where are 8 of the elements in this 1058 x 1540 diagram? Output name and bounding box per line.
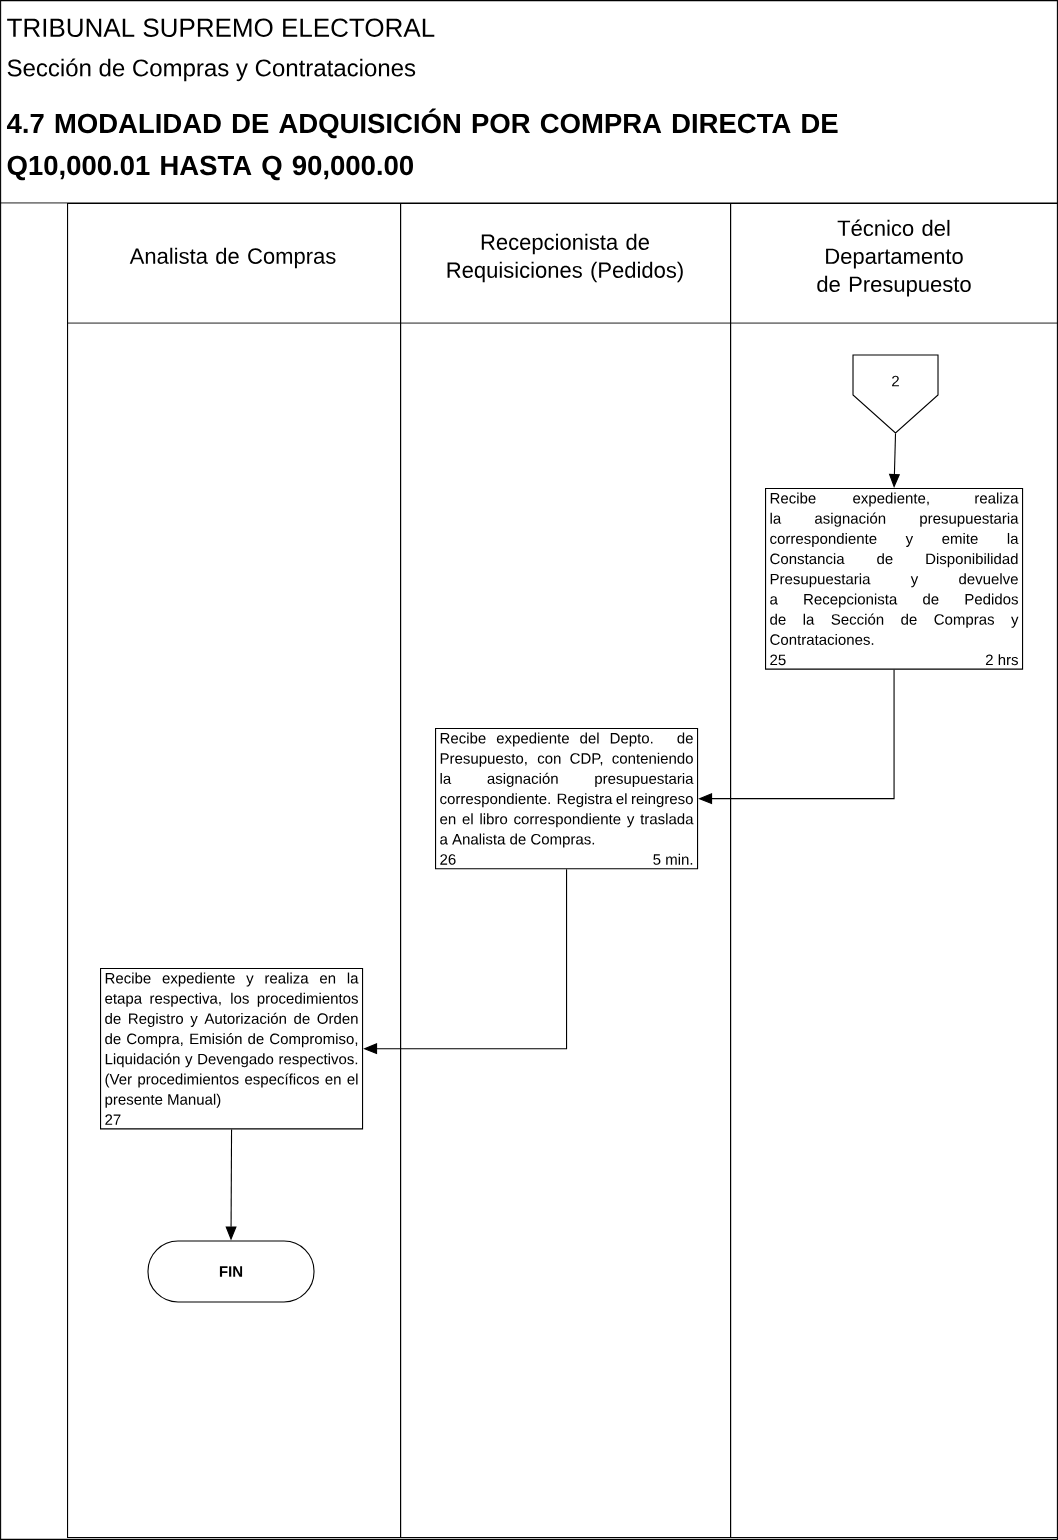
off-page-connector: 2 bbox=[852, 354, 939, 434]
header-text: TRIBUNAL SUPREMO ELECTORAL bbox=[7, 18, 435, 37]
header-text: Sección de Compras y Contrataciones bbox=[7, 58, 416, 82]
process-box: Recibe expediente del Depto. de Presupuesto, con CDP, conteniendo la asignación presupuestaria correspondiente. Registra el reingreso en el libro correspondiente y traslada a Analista de Compras. 26 5 min. bbox=[435, 728, 699, 870]
process-box: Recibe expediente y realiza en la etapa respectiva, los procedimientos de Registro y Autorización de Orden de Compra, Emisión de Compromiso, Liquidación y Devengado respectivos. (Ver procedimientos específicos en el presente Manual) 27 bbox=[100, 968, 364, 1130]
terminator: FIN bbox=[147, 1240, 315, 1303]
process-box: Recibe expediente, realiza la asignación presupuestaria correspondiente y emite la Constancia de Disponibilidad Presupuestaria y devuelve a Recepcionista de Pedidos de la Sección de Compras y Contrataciones. 25 2 hrs bbox=[765, 488, 1024, 670]
title: 4.7 MODALIDAD DE ADQUISICIÓN POR COMPRA DIRECTA DE Q10,000.01 HASTA Q 90,000.00 bbox=[6, 108, 838, 181]
